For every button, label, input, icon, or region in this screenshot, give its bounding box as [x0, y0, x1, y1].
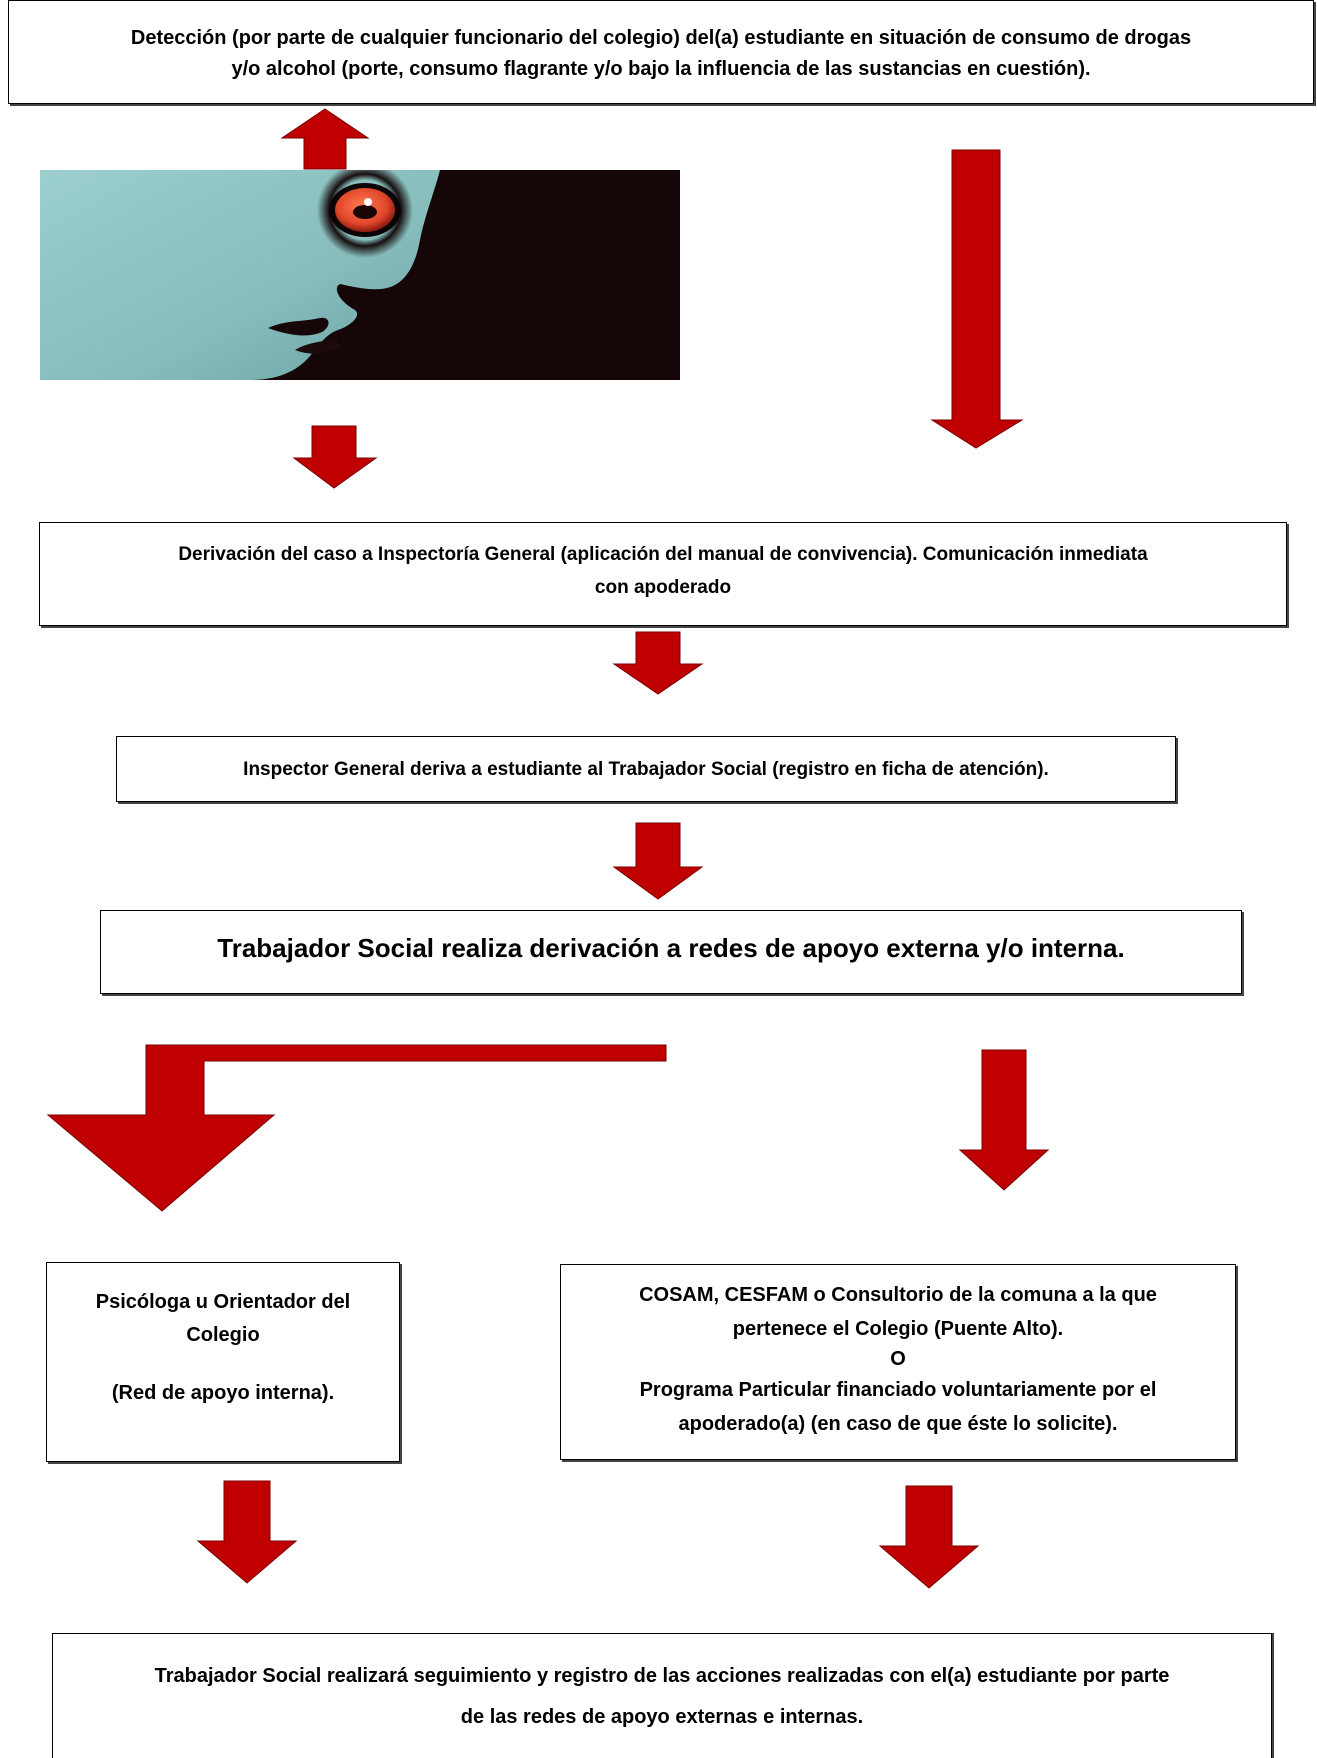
external-support-text-line-2: pertenece el Colegio (Puente Alto). [732, 1318, 1064, 1340]
eye-highlight [364, 198, 372, 206]
derivation-text-line-2: con apoderado [594, 577, 732, 598]
face-illustration [40, 170, 680, 380]
social-worker-box: Trabajador Social realiza derivación a r… [100, 910, 1242, 994]
eye-pupil [353, 205, 377, 219]
external-support-text-line-1: COSAM, CESFAM o Consultorio de la comuna… [639, 1284, 1157, 1306]
arrow-down-to-social-worker [612, 822, 704, 900]
detection-box: Detección (por parte de cualquier funcio… [8, 0, 1314, 104]
derivation-text-line-1: Derivación del caso a Inspectoría Genera… [178, 544, 1148, 565]
face-lip-dark [295, 338, 340, 354]
face-mouth-shadow [268, 317, 329, 336]
face-illustration-drawing [40, 170, 680, 380]
arrow-down-to-external [958, 1049, 1050, 1191]
arrow-bent-to-internal [46, 1044, 667, 1212]
inspector-box: Inspector General deriva a estudiante al… [116, 736, 1176, 802]
follow-up-box: Trabajador Social realizará seguimiento … [52, 1633, 1272, 1758]
internal-support-text-line-2: Colegio [186, 1324, 260, 1346]
detection-text-line-2: y/o alcohol (porte, consumo flagrante y/… [231, 58, 1091, 80]
internal-support-text-line-1: Psicóloga u Orientador del [95, 1291, 351, 1313]
arrow-down-from-internal [196, 1480, 298, 1584]
internal-support-text-line-3: (Red de apoyo interna). [111, 1382, 335, 1404]
external-support-box: COSAM, CESFAM o Consultorio de la comuna… [560, 1264, 1236, 1460]
arrow-down-to-inspector [612, 631, 704, 695]
inspector-text-line-1: Inspector General deriva a estudiante al… [243, 759, 1049, 780]
external-support-text-line-4: Programa Particular financiado voluntari… [639, 1379, 1157, 1401]
internal-support-box: Psicóloga u Orientador del Colegio (Red … [46, 1262, 400, 1462]
follow-up-text-line-2: de las redes de apoyo externas e interna… [460, 1706, 864, 1728]
follow-up-text-line-1: Trabajador Social realizará seguimiento … [154, 1665, 1170, 1687]
arrow-down-to-derivation [292, 425, 378, 489]
external-support-text-line-3: O [890, 1348, 906, 1370]
social-worker-text-line-1: Trabajador Social realiza derivación a r… [217, 933, 1125, 963]
derivation-box: Derivación del caso a Inspectoría Genera… [39, 522, 1287, 626]
arrow-up-to-detection [280, 108, 370, 170]
detection-text-line-1: Detección (por parte de cualquier funcio… [130, 27, 1192, 49]
arrow-down-right-long [930, 149, 1024, 449]
arrow-down-from-external [878, 1485, 980, 1589]
external-support-text-line-5: apoderado(a) (en caso de que éste lo sol… [678, 1413, 1118, 1435]
